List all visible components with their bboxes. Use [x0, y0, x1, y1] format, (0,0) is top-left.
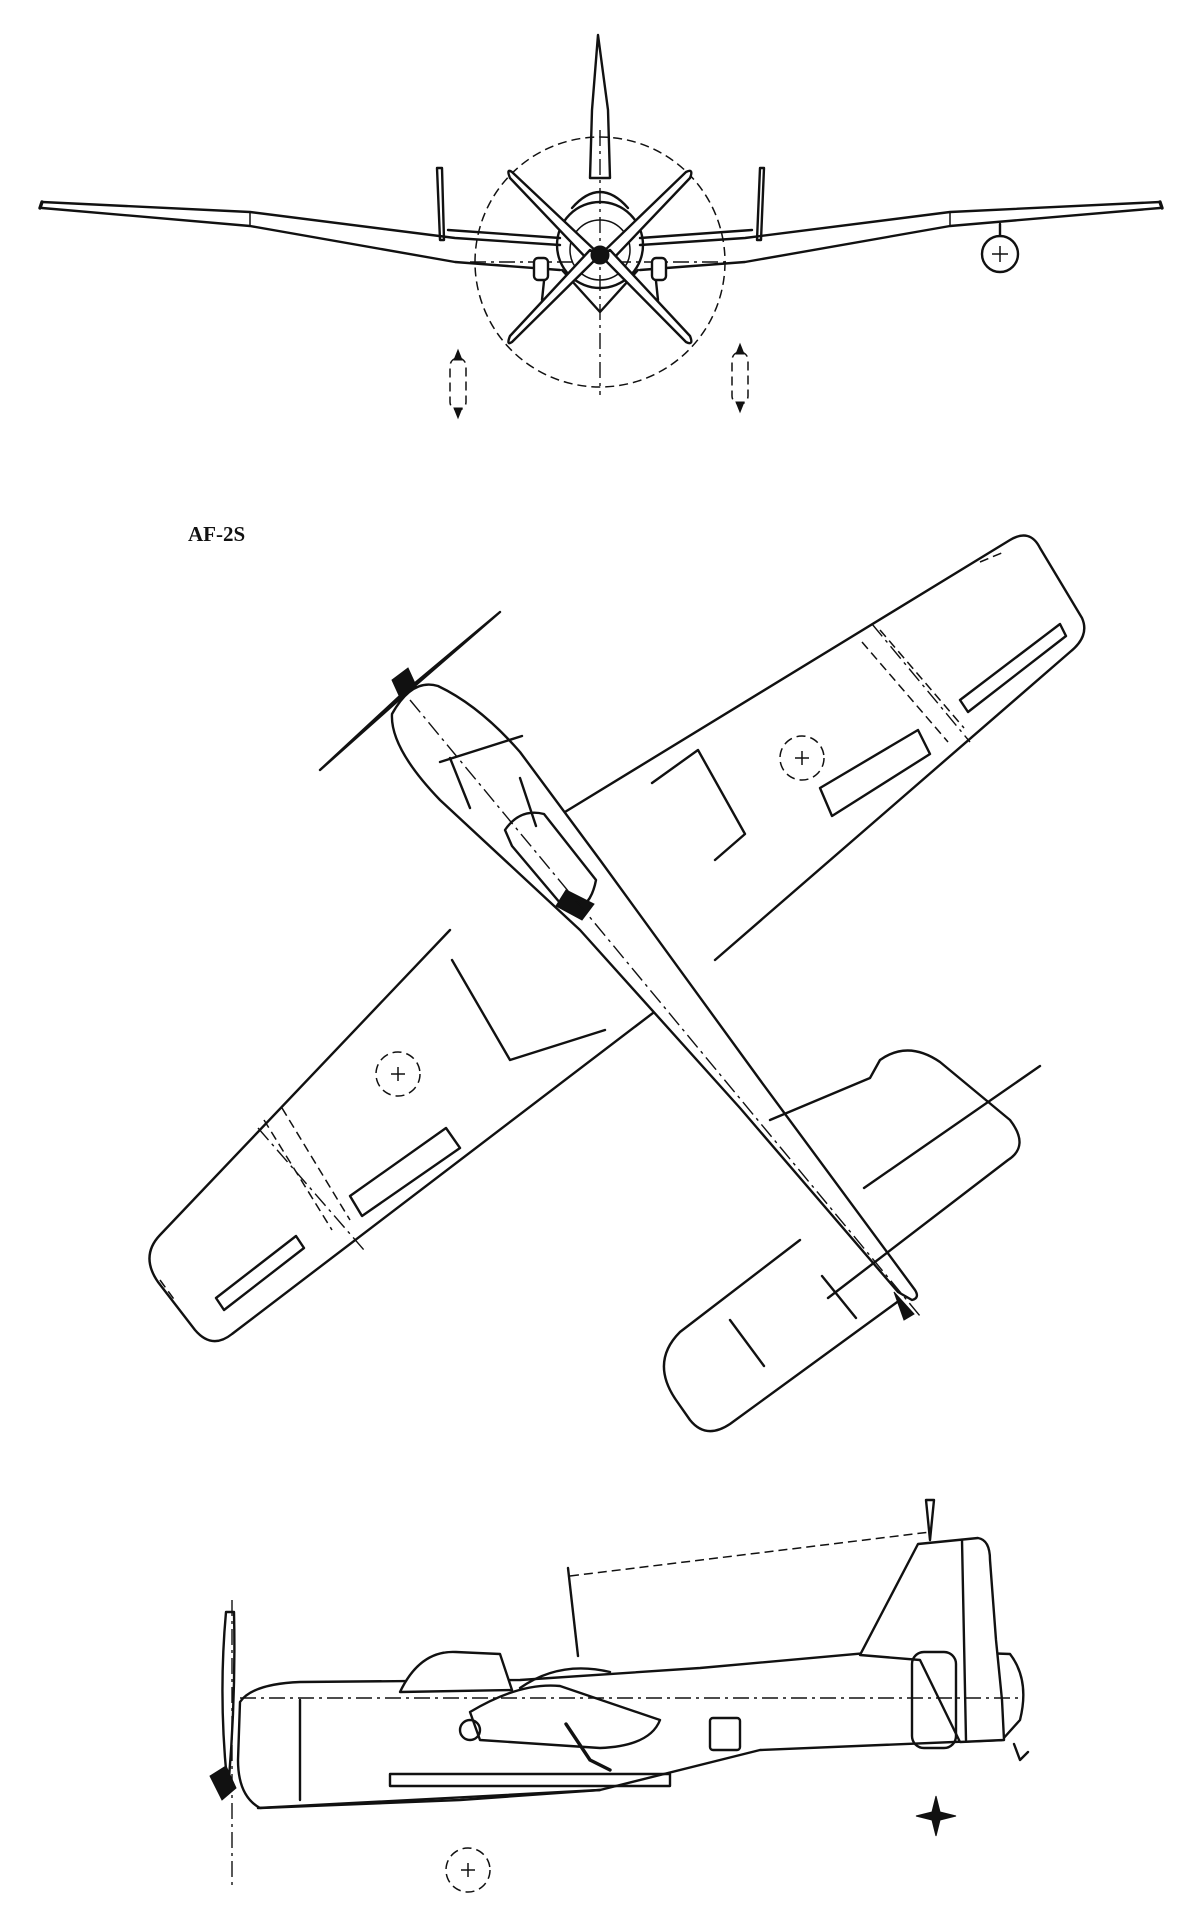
cowl-joint-line	[438, 734, 524, 764]
side-insignia-circle	[445, 1847, 491, 1893]
right-wing-fold-axis	[871, 623, 971, 743]
canopy-frame-plan	[555, 889, 595, 921]
propeller-blade-upper-right	[598, 169, 693, 264]
tail-pod-side	[910, 1650, 958, 1750]
wing-lower-edge	[40, 206, 1162, 272]
side-insignia-cross	[461, 1863, 475, 1877]
left-wing-root-panel	[450, 958, 607, 1062]
right-wing-fence	[755, 166, 766, 242]
right-wing-insignia-circle	[779, 735, 825, 781]
canopy-side	[398, 1650, 514, 1694]
fin-antenna	[924, 1498, 936, 1542]
right-wing-outline	[558, 534, 1086, 962]
right-elevator-line	[862, 1064, 1042, 1190]
chin-fairing	[560, 268, 640, 314]
right-wing-fold-dashes	[861, 551, 1005, 743]
left-wing-insignia-circle	[375, 1051, 421, 1097]
fuselage-belly-line	[256, 1788, 602, 1810]
vertical-tail-side	[858, 1536, 1006, 1744]
spinner-side	[209, 1765, 237, 1801]
right-tailplane	[768, 1049, 1021, 1300]
canopy-front	[570, 190, 630, 210]
aircraft-designation-label: AF-2S	[188, 522, 246, 546]
right-gear-door	[650, 256, 668, 282]
stabilizer-front	[446, 228, 754, 240]
left-wing-fence	[435, 166, 446, 242]
wing-upper-edge	[40, 200, 1162, 247]
turtle-deck-side	[518, 1667, 612, 1690]
cowling-inner	[569, 219, 631, 281]
left-aileron	[214, 1234, 306, 1312]
radar-pod-cross	[992, 246, 1008, 262]
main-gear-side	[564, 1722, 612, 1772]
left-wing-outline	[148, 928, 672, 1343]
left-gear-door	[532, 256, 550, 282]
propeller-spinner	[590, 245, 610, 265]
left-elevator-lines	[728, 1274, 858, 1368]
right-flap	[818, 728, 932, 818]
left-wing-fold-axis	[257, 1127, 365, 1251]
fuselage-centerline-plan	[409, 699, 921, 1317]
antenna-mast-side	[566, 1566, 580, 1658]
side-view	[209, 1498, 1030, 1893]
right-aileron	[958, 622, 1068, 714]
left-flap	[348, 1126, 462, 1218]
right-wing-root-panel	[650, 748, 747, 862]
propeller-blade-lower-right	[598, 248, 693, 345]
plan-view	[148, 534, 1086, 1433]
exhaust-stubs-plan	[448, 756, 538, 828]
tail-wheel-star	[915, 1795, 957, 1837]
right-drop-tank-outline	[731, 342, 749, 414]
tail-cone-plan	[893, 1291, 915, 1321]
cowling-outer	[555, 200, 645, 290]
left-tailplane	[662, 1238, 902, 1433]
antenna-wire-side	[569, 1531, 931, 1577]
propeller-blade-upper-left	[507, 169, 602, 264]
tail-hook-side	[1012, 1742, 1030, 1762]
propeller-blade-plan	[318, 610, 502, 772]
wing-root-side	[468, 1684, 662, 1750]
wheel-side	[458, 1718, 482, 1742]
wing-tips	[38, 200, 1164, 210]
right-insignia-cross	[795, 751, 809, 765]
rudder-hinge-line	[960, 1538, 968, 1742]
propeller-blade-lower-left	[507, 248, 602, 345]
left-drop-tank-outline	[449, 348, 467, 420]
front-view	[38, 33, 1164, 420]
left-insignia-cross	[391, 1067, 405, 1081]
radar-bay-side	[388, 1772, 672, 1788]
access-door-side	[708, 1716, 742, 1752]
radar-pod-circle	[980, 234, 1020, 274]
vertical-fin	[588, 33, 612, 180]
